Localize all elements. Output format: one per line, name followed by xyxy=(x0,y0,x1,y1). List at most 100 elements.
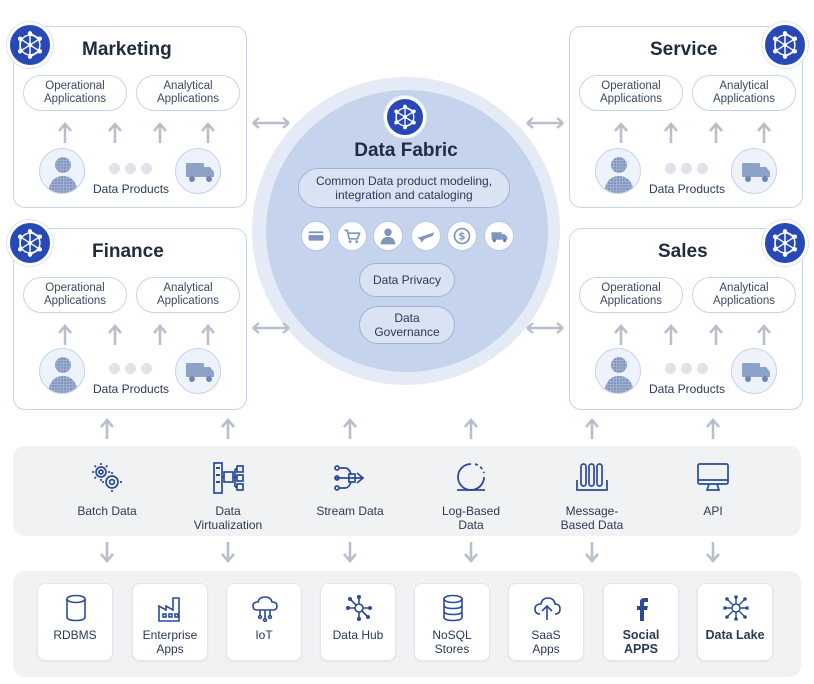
up-arrow-icon xyxy=(58,324,72,346)
finance-operational-apps: Operational Applications xyxy=(23,277,127,313)
delivery-truck-icon xyxy=(175,148,221,194)
marketing-title: Marketing xyxy=(82,39,172,60)
up-arrow-icon xyxy=(153,324,167,346)
person-icon xyxy=(39,348,85,394)
network-badge-icon xyxy=(7,22,53,68)
stream-icon xyxy=(332,460,368,501)
finance-title: Finance xyxy=(92,241,164,262)
source-saas-apps: SaaS Apps xyxy=(508,583,584,661)
up-arrow-icon xyxy=(757,324,771,346)
marketing-operational-apps: Operational Applications xyxy=(23,75,127,111)
up-arrow-icon xyxy=(709,122,723,144)
source-rdbms: RDBMS xyxy=(37,583,113,661)
source-label: Enterprise Apps xyxy=(142,628,198,656)
up-arrow-icon xyxy=(664,324,678,346)
up-arrow-icon xyxy=(614,324,628,346)
up-arrow-icon xyxy=(343,418,357,440)
up-arrow-icon xyxy=(100,418,114,440)
integration-label: Log-Based Data xyxy=(441,504,501,532)
delivery-truck-icon xyxy=(731,348,777,394)
up-arrow-icon xyxy=(757,122,771,144)
sales-data-products: Data Products xyxy=(649,382,726,396)
person-icon xyxy=(373,221,403,251)
network-badge-icon xyxy=(762,22,808,68)
source-label: Data Hub xyxy=(332,628,384,642)
up-arrow-icon xyxy=(201,324,215,346)
delivery-truck-icon xyxy=(731,148,777,194)
log-icon xyxy=(453,460,489,501)
up-arrow-icon xyxy=(706,418,720,440)
integration-band xyxy=(13,446,801,536)
integration-label: Data Virtualization xyxy=(193,504,263,532)
integration-label: Batch Data xyxy=(77,504,137,518)
down-arrow-icon xyxy=(464,541,478,563)
gears-icon xyxy=(89,460,125,501)
integration-label: API xyxy=(703,504,723,518)
integration-log-based-data: Log-Based Data xyxy=(421,460,521,532)
up-arrow-icon xyxy=(58,122,72,144)
source-label: SaaS Apps xyxy=(531,628,561,656)
message-queue-icon xyxy=(574,460,610,501)
service-data-products: Data Products xyxy=(649,182,726,196)
source-label: Social APPS xyxy=(622,628,660,656)
source-data-hub: Data Hub xyxy=(320,583,396,661)
data-governance-pill: Data Governance xyxy=(359,306,455,344)
source-iot: IoT xyxy=(226,583,302,661)
source-label: IoT xyxy=(255,628,273,642)
integration-message-based-data: Message-Based Data xyxy=(542,460,642,532)
ellipsis-dots-icon xyxy=(109,363,152,374)
up-arrow-icon xyxy=(221,418,235,440)
up-arrow-icon xyxy=(108,324,122,346)
airplane-icon xyxy=(411,221,441,251)
double-arrow-icon xyxy=(252,322,290,334)
down-arrow-icon xyxy=(343,541,357,563)
source-label: NoSQL Stores xyxy=(432,628,472,656)
integration-data-virtualization: Data Virtualization xyxy=(178,460,278,532)
truck-icon xyxy=(484,221,514,251)
double-arrow-icon xyxy=(526,117,564,129)
up-arrow-icon xyxy=(585,418,599,440)
integration-label: Stream Data xyxy=(316,504,384,518)
person-icon xyxy=(595,348,641,394)
double-arrow-icon xyxy=(252,117,290,129)
integration-batch-data: Batch Data xyxy=(57,460,157,530)
up-arrow-icon xyxy=(464,418,478,440)
sales-analytical-apps: Analytical Applications xyxy=(692,277,796,313)
network-badge-icon xyxy=(762,220,808,266)
credit-card-icon xyxy=(301,221,331,251)
svg-text:$: $ xyxy=(458,231,465,243)
ellipsis-dots-icon xyxy=(665,363,708,374)
monitor-icon xyxy=(695,460,731,501)
source-label: Data Lake xyxy=(705,628,765,642)
double-arrow-icon xyxy=(526,322,564,334)
ellipsis-dots-icon xyxy=(109,163,152,174)
source-nosql-stores: NoSQL Stores xyxy=(414,583,490,661)
source-social-apps: Social APPS xyxy=(603,583,679,661)
data-privacy-pill: Data Privacy xyxy=(359,263,455,297)
up-arrow-icon xyxy=(709,324,723,346)
integration-label: Message-Based Data xyxy=(560,504,624,532)
sales-title: Sales xyxy=(658,241,708,262)
up-arrow-icon xyxy=(153,122,167,144)
source-enterprise-apps: Enterprise Apps xyxy=(132,583,208,661)
down-arrow-icon xyxy=(585,541,599,563)
service-analytical-apps: Analytical Applications xyxy=(692,75,796,111)
delivery-truck-icon xyxy=(175,348,221,394)
source-label: RDBMS xyxy=(53,628,97,642)
virtualization-icon xyxy=(210,460,246,501)
dollar-icon: $ xyxy=(447,221,477,251)
source-data-lake: Data Lake xyxy=(697,583,773,661)
up-arrow-icon xyxy=(108,122,122,144)
service-title: Service xyxy=(650,39,718,60)
down-arrow-icon xyxy=(100,541,114,563)
sales-operational-apps: Operational Applications xyxy=(579,277,683,313)
integration-stream-data: Stream Data xyxy=(300,460,400,530)
person-icon xyxy=(39,148,85,194)
marketing-data-products: Data Products xyxy=(93,182,170,196)
service-operational-apps: Operational Applications xyxy=(579,75,683,111)
finance-analytical-apps: Analytical Applications xyxy=(136,277,240,313)
down-arrow-icon xyxy=(221,541,235,563)
integration-api: API xyxy=(663,460,763,530)
data-fabric-network-icon xyxy=(384,96,426,138)
person-icon xyxy=(595,148,641,194)
